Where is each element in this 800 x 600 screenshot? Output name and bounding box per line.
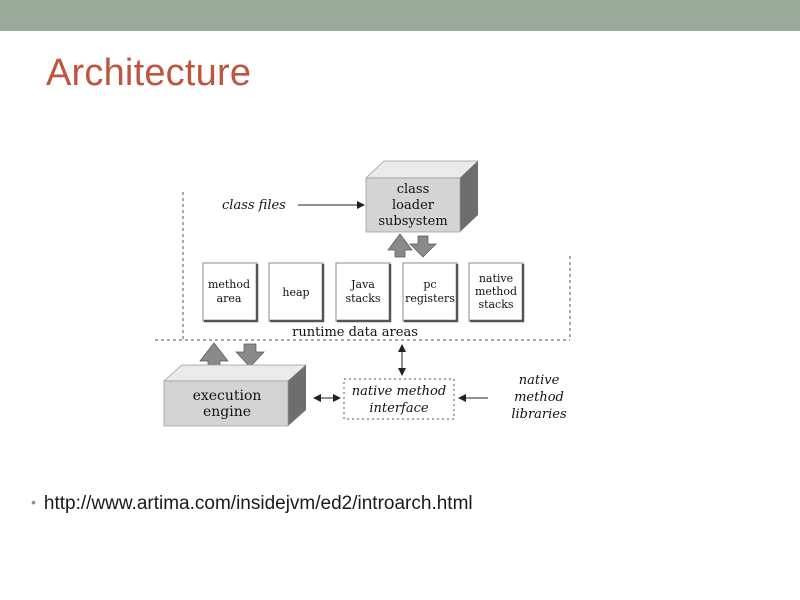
execution-engine-down-arrow	[235, 343, 265, 368]
class-loader-line-2: loader	[392, 198, 435, 213]
native-libraries-line-3: libraries	[511, 407, 567, 422]
native-method-libraries: native method libraries	[511, 373, 567, 422]
native-interface-line-2: interface	[369, 401, 429, 416]
class-files-label: class files	[222, 198, 286, 213]
method-area-line-2: area	[217, 292, 242, 305]
execution-engine-line-1: execution	[193, 388, 262, 404]
pc-registers-line-1: pc	[423, 278, 436, 291]
bullet-icon: •	[31, 494, 36, 510]
java-stacks-line-1: Java	[350, 278, 375, 291]
execution-engine-up-arrow	[199, 342, 229, 369]
runtime-data-areas-boundary	[155, 192, 571, 341]
native-interface-line-1: native method	[352, 384, 446, 399]
java-stacks-line-2: stacks	[345, 292, 380, 305]
java-stacks-box: Java stacks	[335, 262, 392, 323]
native-libraries-line-1: native	[519, 373, 560, 388]
class-loader-line-1: class	[397, 182, 430, 197]
execution-engine: execution engine	[163, 364, 307, 427]
native-libraries-line-2: method	[514, 390, 564, 405]
class-loader-line-3: subsystem	[378, 214, 447, 229]
pc-registers-line-2: registers	[405, 292, 455, 305]
reference-link[interactable]: http://www.artima.com/insidejvm/ed2/intr…	[43, 493, 473, 514]
reference-bullet: • http://www.artima.com/insidejvm/ed2/int…	[31, 493, 473, 515]
native-stacks-line-3: stacks	[478, 298, 513, 311]
class-loader-down-arrow	[409, 235, 437, 258]
runtime-data-areas-label: runtime data areas	[292, 325, 418, 340]
heap-box: heap	[268, 262, 325, 323]
top-bar	[0, 0, 800, 31]
method-area-line-1: method	[208, 278, 250, 291]
method-area-box: method area	[202, 262, 259, 323]
class-loader-subsystem: class loader subsystem	[365, 160, 479, 233]
native-stacks-line-2: method	[475, 285, 517, 298]
heap-label: heap	[282, 286, 309, 299]
native-stacks-line-1: native	[479, 272, 513, 285]
pc-registers-box: pc registers	[402, 262, 459, 323]
page-title: Architecture	[46, 52, 252, 94]
native-method-stacks-box: native method stacks	[468, 262, 525, 323]
class-loader-up-arrow	[387, 233, 413, 258]
native-method-interface: native method interface	[343, 378, 455, 420]
execution-engine-line-2: engine	[203, 404, 251, 420]
